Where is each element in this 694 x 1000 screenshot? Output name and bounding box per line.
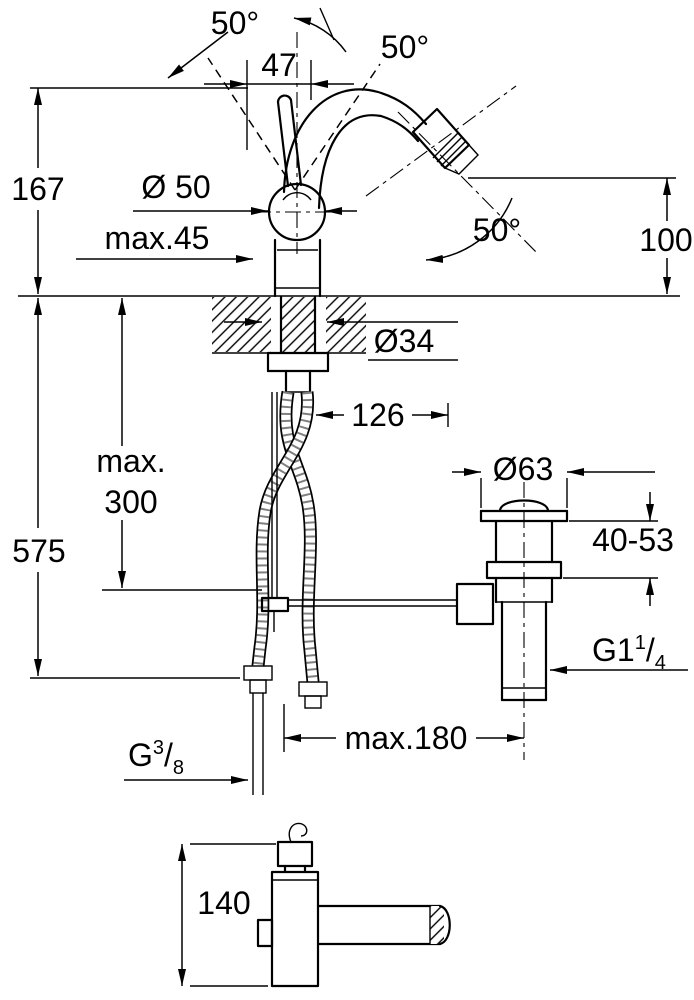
deck-hatch-left [212,297,271,352]
popup-plug-dome [498,499,550,513]
max-180-label: max.180 [345,720,468,756]
range-40-53-label: 40-53 [592,522,674,558]
g38-denominator: 8 [173,757,184,779]
threaded-shank [281,297,315,353]
dim-167-label: 167 [11,171,64,207]
spray-head [411,107,479,175]
mounting-nut [266,351,330,394]
dim-100-label: 100 [639,222,692,258]
lever-tip-curl [288,822,308,843]
drain-assembly [455,482,569,760]
max-45-label: max.45 [105,220,210,256]
mid-dimensions: Ø34 126 max. 300 575 [12,298,458,679]
below-deck [243,295,457,795]
g38-slash: / [164,737,173,773]
faucet-side-view: 140 [178,822,451,988]
handle-swing-left [207,57,296,191]
g114-numerator: 1 [635,632,646,654]
supply-hose-left [251,391,315,667]
hose-fitting-right [298,681,328,709]
dia-50-label: Ø 50 [141,169,210,205]
popup-rod [260,392,457,632]
thread-g38-label: G3/8 [128,737,184,779]
angle-left-label: 50° [211,5,259,41]
max-300-label-word: max. [96,443,165,479]
deck-section [18,295,680,354]
handle-swing-right [294,63,381,191]
top-dimensions: 47 50° 50° 167 Ø 50 max.45 100 50° [11,5,693,294]
dia-34-label: Ø34 [374,323,434,359]
clamp-nut [485,560,563,580]
spray-axis [365,85,517,197]
side-handle-knob [276,840,314,868]
g38-numerator: 3 [153,737,164,759]
thread-g114-label: G11/4 [592,632,666,674]
g114-denominator: 4 [655,652,666,674]
waste-tailpipe [500,600,548,702]
spout [282,88,428,210]
hose-fitting-left [243,665,273,795]
lever-handle [276,94,303,188]
g114-slash: / [646,632,655,668]
g114-prefix: G1 [592,632,635,668]
dim-47-label: 47 [261,47,297,83]
spray-angle-label: 50° [473,212,521,248]
spray-axis-tilted [397,111,539,255]
side-spout [316,904,451,946]
angle-right-label: 50° [381,29,429,65]
max-300-label-value: 300 [104,484,157,520]
dia-63-label: Ø63 [493,451,553,487]
g38-prefix: G [128,737,153,773]
side-body-tab [256,918,274,948]
faucet-front-view [207,32,539,298]
side-body [256,870,320,988]
knurled-knob [455,582,495,626]
dim-126-label: 126 [351,397,404,433]
deck-hatch-right [326,297,366,352]
dim-575-label: 575 [12,533,65,569]
right-dimensions: Ø63 40-53 G11/4 max.180 G3/8 [124,451,688,784]
supply-hose-right [279,390,320,683]
dim-140-label: 140 [197,885,250,921]
